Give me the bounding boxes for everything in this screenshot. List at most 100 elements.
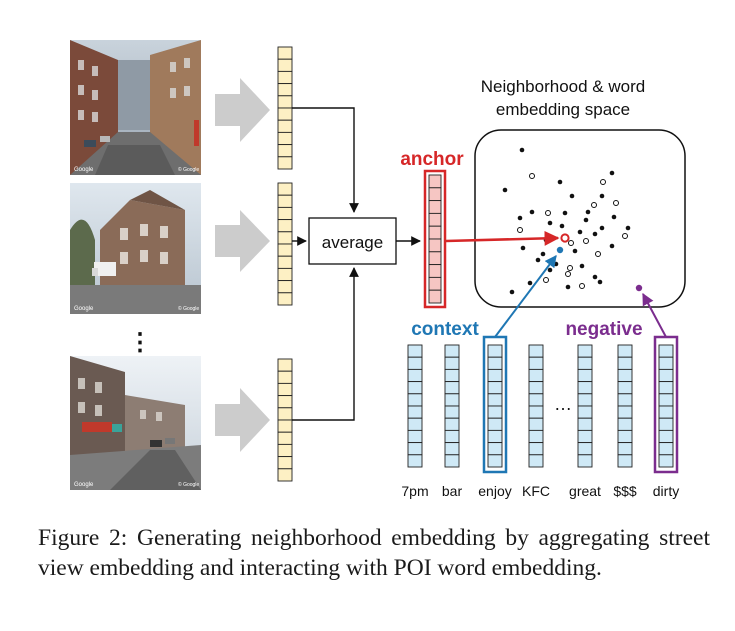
- embedding-point-hollow: [622, 233, 628, 239]
- word-label-2: bar: [442, 483, 463, 499]
- anchor-point: [560, 233, 570, 243]
- embedding-point-hollow: [565, 271, 571, 277]
- embedding-point-filled: [517, 215, 523, 221]
- embedding-point-filled: [565, 284, 571, 290]
- embedding-space-title-line2: embedding space: [496, 100, 630, 119]
- word-label-3: enjoy: [478, 483, 511, 499]
- cnn-arrows: [215, 78, 270, 452]
- arrow-vec3-to-average: [292, 267, 359, 421]
- word-label-4: KFC: [522, 483, 550, 499]
- embedding-point-hollow: [543, 277, 549, 283]
- negative-arrow: [642, 292, 667, 338]
- embedding-point-filled: [599, 193, 605, 199]
- anchor-vector: [428, 174, 442, 304]
- negative-point: [635, 284, 643, 292]
- street-view-photo-1: Google © Google: [70, 40, 201, 175]
- word-label-7: dirty: [653, 483, 679, 499]
- embedding-point-filled: [529, 209, 535, 215]
- negative-highlight-box: [653, 335, 679, 474]
- embedding-point-hollow: [613, 200, 619, 206]
- embedding-point-filled: [535, 257, 541, 263]
- embedding-point-filled: [540, 251, 546, 257]
- figure-caption: Figure 2: Generating neighborhood embedd…: [38, 525, 710, 581]
- context-arrow: [494, 255, 557, 338]
- embedding-point-filled: [583, 217, 589, 223]
- embedding-point-hollow: [600, 179, 606, 185]
- photos-ellipsis: ⋮: [128, 329, 152, 356]
- street-vector-2: [277, 182, 293, 306]
- word-vector-2: [444, 344, 460, 468]
- embedding-space-box: [474, 129, 686, 308]
- embedding-point-filled: [572, 248, 578, 254]
- anchor-label: anchor: [400, 149, 464, 170]
- embedding-point-hollow: [568, 240, 574, 246]
- embedding-point-filled: [562, 210, 568, 216]
- photo-1-watermark-right: © Google: [178, 166, 199, 173]
- street-view-photo-2: Google © Google: [70, 183, 201, 314]
- photo-2-watermark-right: © Google: [178, 305, 199, 312]
- embedding-point-filled: [527, 280, 533, 286]
- embedding-point-filled: [609, 170, 615, 176]
- embedding-point-filled: [559, 223, 565, 229]
- street-view-photo-3: Google © Google: [70, 356, 201, 490]
- embedding-point-filled: [519, 147, 525, 153]
- embedding-point-filled: [547, 267, 553, 273]
- street-vector-1: [277, 46, 293, 170]
- word-label-1: 7pm: [401, 483, 428, 499]
- word-vector-6: [617, 344, 633, 468]
- embedding-point-filled: [611, 214, 617, 220]
- context-label: context: [411, 319, 479, 340]
- word-vector-5: [577, 344, 593, 468]
- embedding-point-filled: [597, 279, 603, 285]
- embedding-point-filled: [502, 187, 508, 193]
- embedding-point-hollow: [529, 173, 535, 179]
- street-vector-3: [277, 358, 293, 482]
- word-vector-4: [528, 344, 544, 468]
- anchor-highlight-box: [423, 169, 447, 309]
- embedding-points: [502, 147, 631, 295]
- word-labels: 7pm bar enjoy KFC great $$$ dirty: [401, 483, 679, 499]
- embedding-point-hollow: [579, 283, 585, 289]
- word-vector-3: [487, 344, 503, 468]
- word-label-6: $$$: [613, 483, 637, 499]
- embedding-point-filled: [547, 220, 553, 226]
- embedding-point-hollow: [595, 251, 601, 257]
- photo-1-watermark-left: Google: [74, 167, 94, 173]
- diagram-figure: Google © Google Google © Google ⋮: [70, 40, 686, 499]
- average-box: [308, 217, 397, 265]
- embedding-point-filled: [592, 231, 598, 237]
- anchor-arrow: [445, 230, 560, 246]
- cnn-arrow-2: [215, 210, 270, 272]
- embedding-point-filled: [579, 263, 585, 269]
- embedding-point-filled: [592, 274, 598, 280]
- aggregation-arrows: [292, 107, 421, 421]
- negative-label: negative: [565, 319, 642, 340]
- word-vector-1: [407, 344, 423, 468]
- embedding-point-filled: [553, 261, 559, 267]
- embedding-point-filled: [609, 243, 615, 249]
- average-label: average: [322, 233, 383, 252]
- word-vector-7: [658, 344, 674, 468]
- word-label-5: great: [569, 483, 601, 499]
- context-point: [556, 246, 564, 254]
- words-ellipsis: …: [554, 394, 572, 414]
- embedding-point-filled: [569, 193, 575, 199]
- embedding-point-filled: [577, 229, 583, 235]
- embedding-point-filled: [585, 209, 591, 215]
- embedding-point-filled: [520, 245, 526, 251]
- embedding-point-filled: [599, 225, 605, 231]
- cnn-arrow-1: [215, 78, 270, 142]
- photo-2-watermark-left: Google: [74, 306, 94, 312]
- embedding-space-title-line1: Neighborhood & word: [481, 77, 645, 96]
- embedding-point-filled: [557, 179, 563, 185]
- arrow-vec1-to-average: [292, 107, 359, 213]
- embedding-point-filled: [509, 289, 515, 295]
- photo-3-watermark-right: © Google: [178, 481, 199, 488]
- anchor-embedding-vector: [428, 174, 442, 304]
- photo-3-watermark-left: Google: [74, 482, 94, 488]
- embedding-point-hollow: [545, 210, 551, 216]
- embedding-point-filled: [625, 225, 631, 231]
- embedding-point-hollow: [591, 202, 597, 208]
- embedding-point-hollow: [583, 238, 589, 244]
- word-embedding-vectors: [407, 344, 674, 468]
